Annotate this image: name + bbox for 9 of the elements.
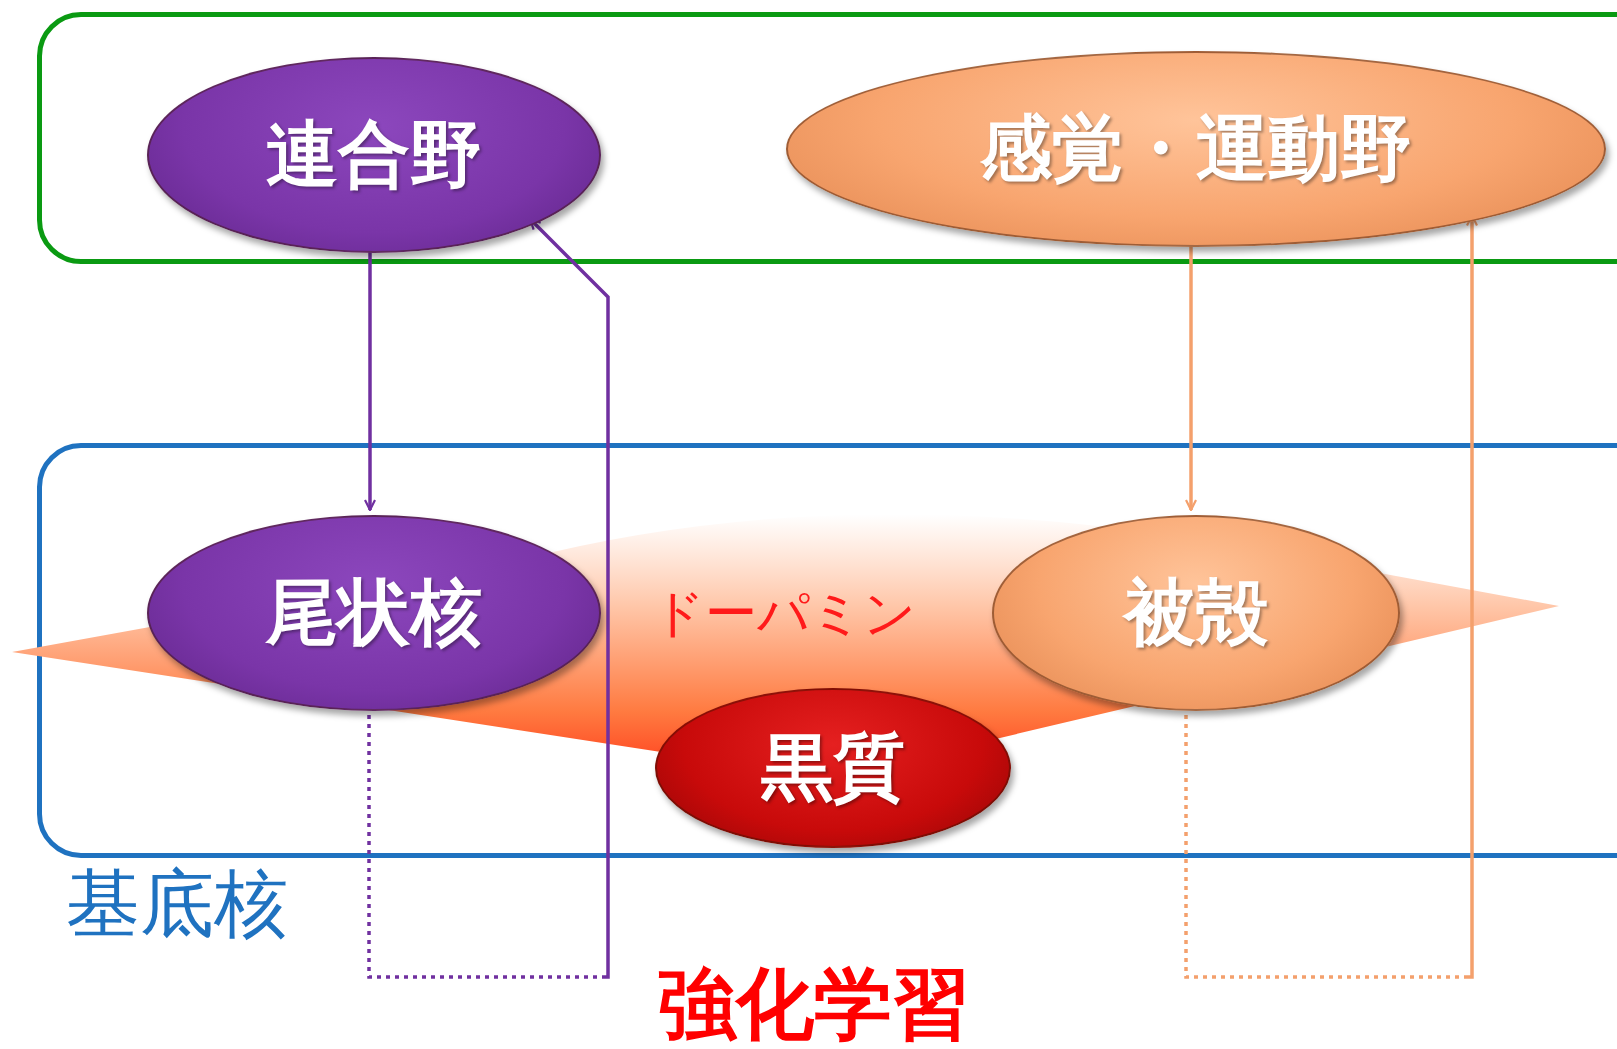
region-ellipse: 連合野: [147, 57, 601, 253]
group-frame: [37, 12, 1617, 264]
group-heading: 基底核: [66, 863, 288, 945]
signal-label: ドーパミン: [652, 585, 916, 643]
region-ellipse: 感覚・運動野: [786, 51, 1606, 247]
region-ellipse: 尾状核: [147, 515, 601, 711]
region-ellipse: 黒質: [655, 688, 1011, 848]
caption-title: 強化学習: [658, 962, 970, 1048]
region-ellipse: 被殻: [992, 515, 1400, 711]
